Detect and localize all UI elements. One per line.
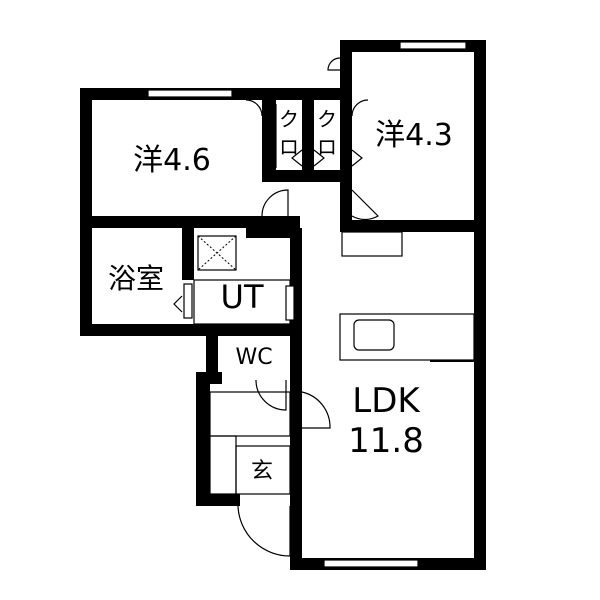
label-ldk-size: 11.8 [348,421,424,461]
label-western-room-2: 洋4.3 [375,118,453,153]
label-closet-2-top: ク [317,107,337,131]
label-western-room-1: 洋4.6 [133,143,211,178]
windows [147,41,467,568]
label-bath: 浴室 [108,262,164,295]
sink [353,319,395,351]
label-ldk-name: LDK [352,381,421,421]
fixtures [173,231,475,495]
doors [237,57,379,557]
label-closet-1-bottom: ロ [279,135,299,159]
label-closet-1-top: ク [279,107,299,131]
label-entrance: 玄 [251,459,273,484]
label-closet-2-bottom: ロ [317,135,337,159]
label-toilet: WC [235,345,272,370]
label-utility: UT [221,278,264,316]
room-labels: 洋4.6 洋4.3 浴室 UT WC LDK 11.8 玄 [108,118,453,484]
closet-labels: ク ロ ク ロ [279,107,337,159]
